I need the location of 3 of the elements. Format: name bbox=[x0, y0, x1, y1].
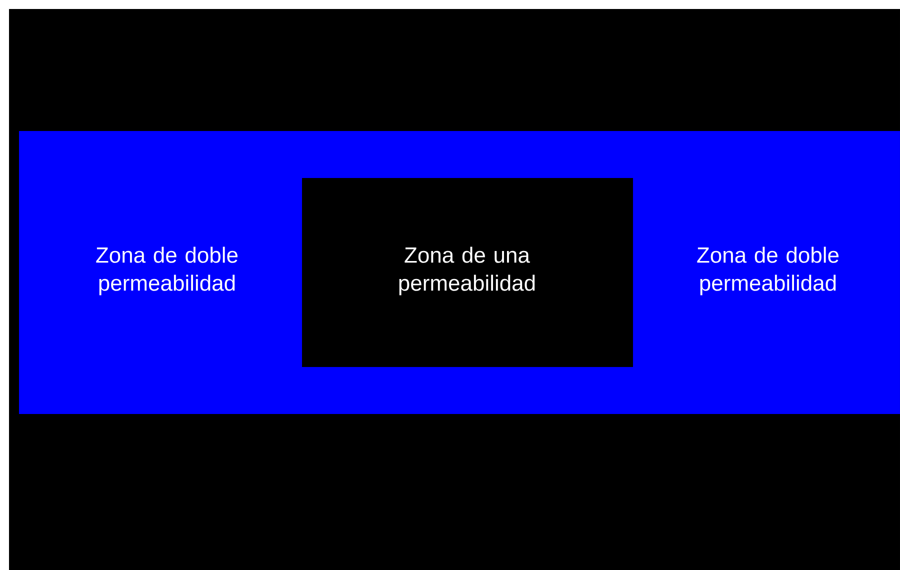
zone-label: Zona de doble permeabilidad bbox=[697, 246, 839, 296]
zone-label: Zona de doble permeabilidad bbox=[96, 246, 238, 296]
zone-label: Zona de una permeabilidad bbox=[399, 246, 535, 296]
